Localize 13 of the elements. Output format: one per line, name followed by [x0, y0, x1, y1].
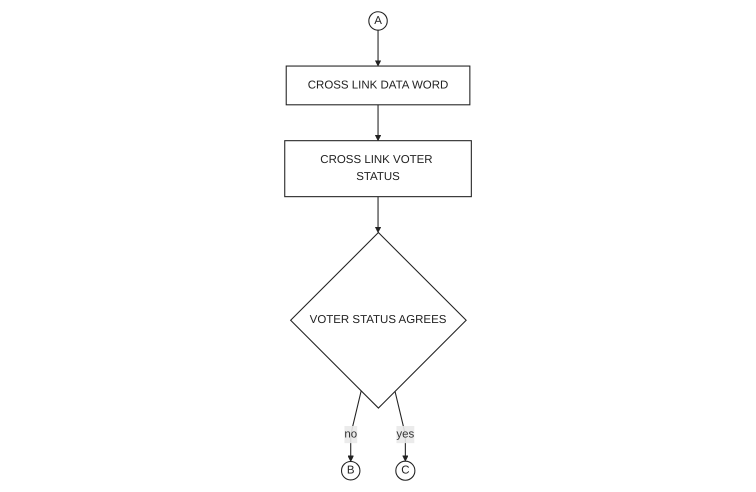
node-circle: A	[368, 11, 388, 31]
node-circle: B	[340, 460, 360, 480]
arrow	[348, 391, 362, 462]
node-box: CROSS LINK DATA WORD	[286, 66, 470, 106]
node-box: CROSS LINK VOTER STATUS	[284, 140, 472, 198]
edge-label: no	[344, 428, 358, 440]
node-circle: C	[395, 460, 416, 481]
node-diamond: VOTER STATUS AGREES	[290, 232, 467, 409]
edge-label: yes	[396, 428, 414, 440]
arrow	[374, 30, 382, 66]
arrow	[374, 104, 382, 141]
arrow	[394, 391, 408, 462]
arrow	[374, 196, 382, 233]
